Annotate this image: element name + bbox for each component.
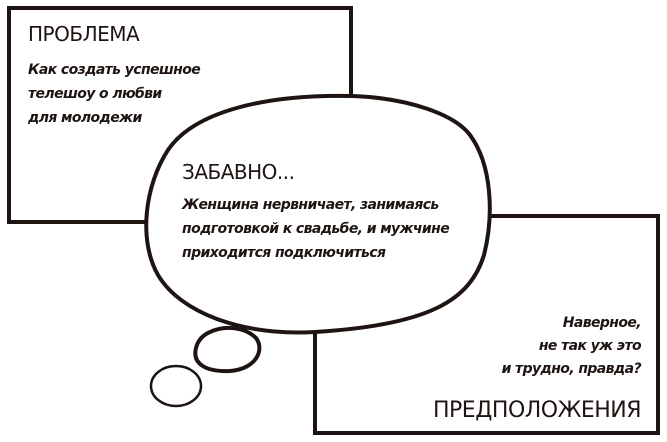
assumptions-line: не так уж это [538,338,642,354]
problem-title: ПРОБЛЕМА [28,22,140,46]
problem-text: Как создать успешное телешоу о любви для… [28,58,328,130]
thought-bubble-dot-large [193,325,262,374]
problem-line: телешоу о любви [28,86,162,102]
assumptions-title: ПРЕДПОЛОЖЕНИЯ [433,398,642,423]
problem-line: Как создать успешное [28,62,201,78]
assumptions-line: и трудно, правда? [501,361,642,377]
funny-line: приходится подключиться [182,245,386,261]
funny-line: Женщина нервничает, занимаясь [182,197,439,213]
assumptions-line: Наверное, [562,315,642,331]
funny-text: Женщина нервничает, занимаясь подготовко… [182,193,472,265]
thought-bubble-dot-small [149,364,203,408]
assumptions-text: Наверное, не так уж это и трудно, правда… [391,312,642,381]
funny-title: ЗАБАВНО... [182,160,295,184]
problem-line: для молодежи [28,110,142,126]
funny-line: подготовкой к свадьбе, и мужчине [182,221,450,237]
thought-bubble [144,93,492,335]
